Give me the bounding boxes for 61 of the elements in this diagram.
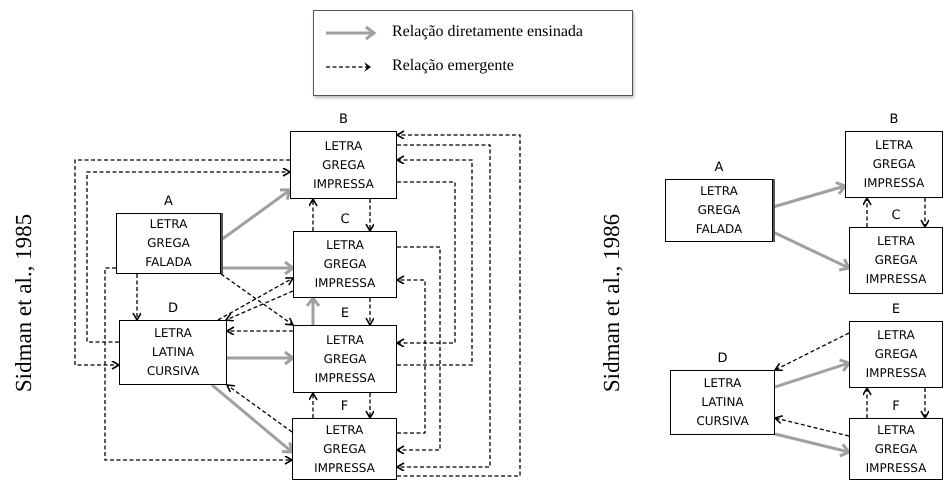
box-label: LETRA GREGA IMPRESSA: [314, 332, 376, 386]
box-label: LETRA GREGA FALADA: [144, 216, 193, 271]
dashed-arrow: [774, 414, 850, 437]
dashed-arrow: [225, 290, 294, 322]
taught-arrow: [774, 432, 850, 458]
box-label: LETRA GREGA IMPRESSA: [312, 138, 375, 192]
legend-label: Relação emergente: [392, 57, 514, 75]
node-letter: D: [166, 301, 179, 317]
dashed-arrow: [308, 392, 318, 418]
taught-arrow: [772, 180, 846, 208]
box-label: LETRA GREGA FALADA: [694, 183, 744, 238]
legend-label: Relação diretamente ensinada: [392, 23, 584, 41]
dashed-arrow: [396, 155, 473, 366]
node-letter: C: [890, 208, 902, 224]
taught-arrow: [772, 230, 850, 272]
dashed-arrow: [396, 275, 426, 434]
dashed-arrow: [396, 181, 456, 348]
dashed-arrow: [862, 387, 872, 418]
dashed-arrow: [86, 167, 291, 343]
node-letter: E: [890, 302, 902, 318]
dashed-arrow: [365, 393, 375, 419]
dashed-arrow: [132, 274, 142, 321]
taught-arrow: [211, 384, 294, 454]
box-label: LETRA LATINA CURSIVA: [695, 375, 750, 430]
taught-arrow: [220, 188, 292, 242]
node-letter: A: [163, 194, 174, 210]
dashed-arrow: [365, 298, 375, 326]
dashed-arrow: [396, 144, 491, 472]
node-letter: E: [340, 306, 350, 322]
box-label: LETRA GREGA IMPRESSA: [313, 422, 376, 476]
node-letter: F: [340, 399, 350, 415]
dashed-arrow: [396, 246, 441, 455]
node-letter: C: [339, 212, 351, 228]
dashed-arrow: [104, 267, 293, 465]
taught-arrow: [306, 296, 320, 325]
dashed-arrow: [920, 198, 930, 228]
box-label: LETRA GREGA IMPRESSA: [864, 327, 928, 382]
taught-arrow: [774, 358, 850, 388]
dashed-arrow: [226, 326, 293, 336]
dashed-arrow: [920, 388, 930, 419]
box-label: LETRA LATINA CURSIVA: [146, 325, 200, 380]
box-label: LETRA GREGA IMPRESSA: [864, 233, 928, 288]
node-letter: D: [716, 351, 728, 367]
side-label: Sidman et al., 1986: [599, 214, 626, 392]
node-letter: B: [888, 112, 900, 128]
side-label: Sidman et al., 1985: [11, 214, 38, 392]
dashed-arrow: [74, 159, 290, 370]
box-label: LETRA GREGA IMPRESSA: [864, 422, 928, 476]
dashed-arrow: [226, 384, 292, 433]
taught-arrow: [227, 350, 294, 366]
dashed-arrow: [308, 198, 318, 231]
taught-arrow: [221, 260, 294, 276]
node-letter: F: [891, 399, 901, 415]
dashed-arrow: [396, 130, 521, 477]
node-letter: B: [338, 112, 349, 128]
dashed-arrow: [862, 197, 872, 227]
box-label: LETRA GREGA IMPRESSA: [862, 137, 926, 192]
dashed-arrow: [365, 199, 375, 232]
box-label: LETRA GREGA IMPRESSA: [314, 237, 376, 292]
node-letter: A: [714, 160, 724, 176]
dashed-arrow: [774, 332, 850, 372]
